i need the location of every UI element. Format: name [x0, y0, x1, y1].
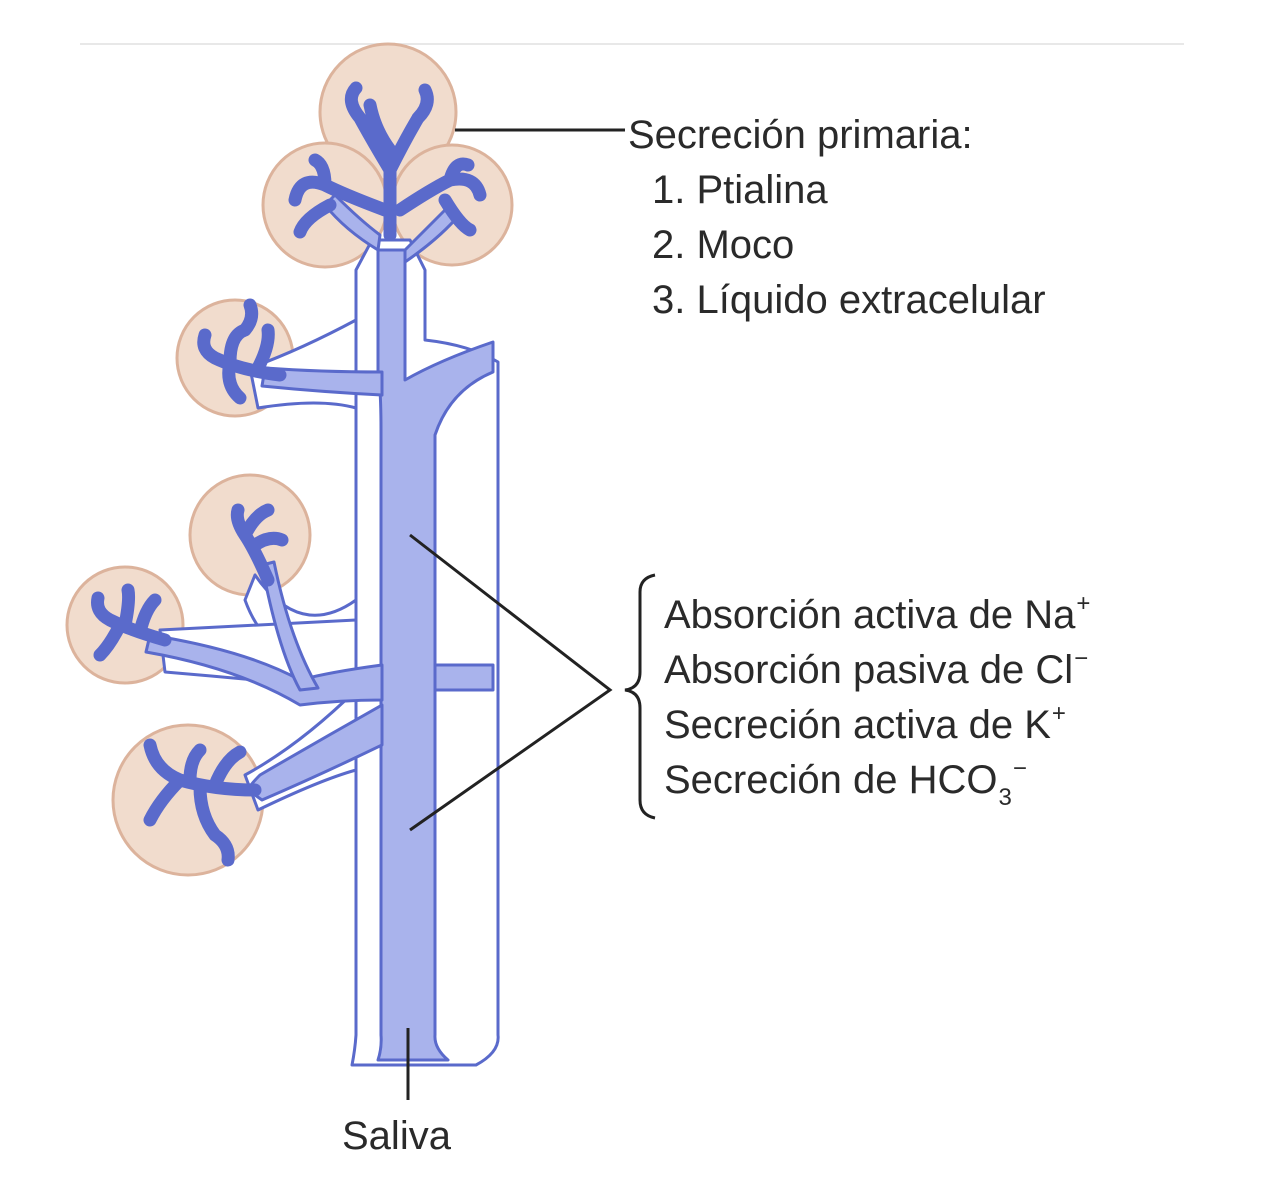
process-cl: Absorción pasiva de Cl− — [664, 647, 1088, 692]
duct-leader — [409, 533, 613, 832]
small-branch-lumen — [260, 560, 320, 692]
process-hco3-charge: − — [1012, 755, 1027, 782]
process-na-text: Absorción activa de Na — [664, 593, 1076, 637]
primary-secretion-title: Secreción primaria: — [628, 113, 973, 157]
bottom-right-stub — [433, 663, 495, 692]
primary-item-3: 3. Líquido extracelular — [652, 278, 1046, 322]
process-k-charge: + — [1051, 700, 1066, 727]
process-k: Secreción activa de K+ — [664, 702, 1066, 747]
upper-branch-lumen — [260, 366, 384, 397]
process-na-charge: + — [1076, 590, 1091, 617]
process-brace — [624, 573, 656, 820]
process-hco3-subscript: 3 — [998, 784, 1012, 811]
saliva-label: Saliva — [342, 1114, 451, 1158]
process-k-text: Secreción activa de K — [664, 703, 1051, 747]
primary-item-2: 2. Moco — [652, 223, 795, 267]
process-na: Absorción activa de Na+ — [664, 592, 1090, 637]
main-duct-lumen — [376, 248, 495, 1062]
process-cl-text: Absorción pasiva de Cl — [664, 648, 1074, 692]
primary-item-1: 1. Ptialina — [652, 168, 828, 212]
process-hco3-text: Secreción de HCO — [664, 758, 998, 802]
acinar-tubules — [91, 81, 487, 867]
process-hco3: Secreción de HCO3− — [664, 757, 1027, 810]
leader-lines — [406, 128, 656, 1100]
process-cl-charge: − — [1074, 645, 1089, 672]
duct-lumen — [144, 193, 495, 1062]
